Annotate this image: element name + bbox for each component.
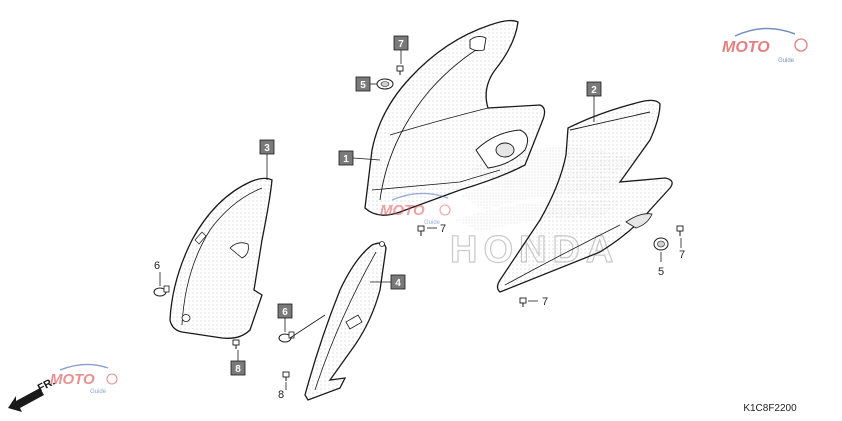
leader-lines [159, 50, 682, 390]
diagram-code: K1C8F2200 [743, 403, 797, 414]
part-4-lower-panel [304, 241, 387, 401]
svg-text:8: 8 [235, 364, 241, 375]
svg-text:Guide: Guide [424, 220, 441, 226]
moto-logo-bottom-left: MOTO Guide [50, 363, 118, 395]
moto-logo-center: MOTO Guide [380, 192, 451, 226]
callout-part-4: 4 [390, 274, 406, 290]
callout-part-5-right: 5 [658, 266, 664, 278]
bolt-6-left [153, 285, 170, 297]
callout-part-3: 3 [259, 139, 275, 155]
callout-part-8-mid: 8 [278, 389, 284, 401]
svg-text:7: 7 [398, 39, 404, 50]
part-3-left-side-cover [169, 177, 273, 339]
screw-7-center [417, 225, 425, 236]
callout-part-2: 2 [586, 81, 602, 97]
screw-7-right [676, 225, 684, 236]
screw-8-mid [282, 371, 290, 381]
callout-part-7-bottom: 7 [542, 296, 548, 308]
part-1-front-cover [364, 19, 546, 216]
screw-7-bottom [519, 297, 527, 307]
callout-part-6-left: 6 [154, 260, 160, 272]
svg-text:MOTO: MOTO [380, 202, 425, 219]
fasteners [153, 65, 684, 381]
callout-part-6-mid: 6 [277, 303, 293, 319]
svg-text:5: 5 [360, 80, 366, 91]
svg-text:1: 1 [343, 154, 349, 165]
svg-text:Guide: Guide [778, 58, 795, 64]
bolt-6-mid [278, 331, 295, 343]
svg-text:6: 6 [282, 307, 288, 318]
svg-text:3: 3 [264, 143, 270, 154]
svg-text:Guide: Guide [90, 389, 107, 395]
callout-part-7-top: 7 [393, 35, 409, 51]
svg-text:4: 4 [395, 278, 401, 289]
svg-text:2: 2 [591, 85, 597, 96]
callout-part-5-top: 5 [355, 76, 371, 92]
moto-logo-top-right: MOTO Guide [722, 27, 808, 64]
screw-7-top [396, 65, 404, 75]
screw-8-left [232, 339, 240, 349]
svg-text:MOTO: MOTO [50, 371, 95, 388]
part-2-right-side-cover [496, 99, 673, 293]
callout-part-1: 1 [338, 150, 354, 166]
callout-part-7-right: 7 [679, 249, 685, 261]
svg-text:MOTO: MOTO [722, 39, 770, 56]
callout-part-8-left: 8 [230, 360, 246, 376]
callout-part-7-center: 7 [440, 223, 446, 235]
